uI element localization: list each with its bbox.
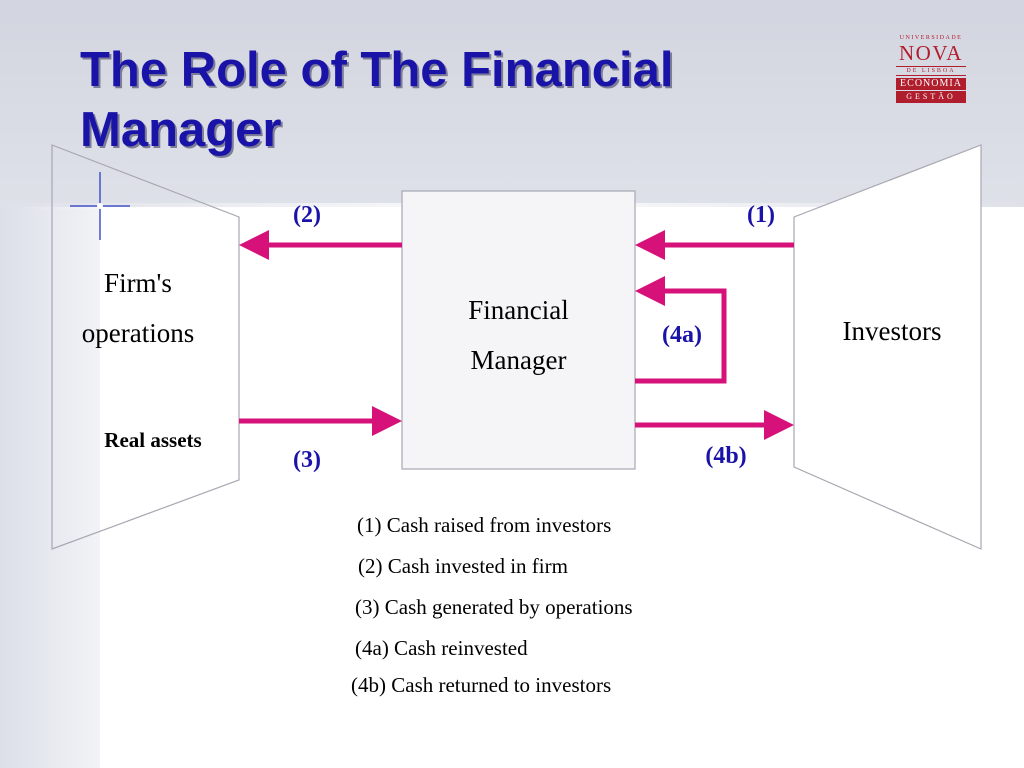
page-title: The Role of The Financial Manager [80,43,674,157]
university-logo: UNIVERSIDADE NOVA DE LISBOA ECONOMIA GES… [896,34,966,104]
manager-label-line1: Financial [468,295,569,325]
legend-item-4b: (4b) Cash returned to investors [351,673,612,697]
legend-item-2: (2) Cash invested in firm [358,554,568,578]
flow-label-4b: (4b) [705,443,747,469]
logo-nova: NOVA [899,41,963,65]
legend-item-4a: (4a) Cash reinvested [355,636,528,660]
logo-lisboa: DE LISBOA [896,66,966,76]
flow-label-4a: (4a) [662,322,702,348]
sparkle-decoration [70,172,130,240]
investors-shape [793,144,982,550]
flow-label-2: (2) [293,202,321,228]
manager-label-line2: Manager [470,345,567,375]
logo-economia: ECONOMIA [896,78,966,90]
top-band [0,0,1024,207]
logo-gestao: GESTÃO [896,91,966,103]
firm-operations-shape [51,144,240,550]
financial-manager-box [401,190,636,470]
financial-manager-label: Financial Manager [402,285,635,385]
real-assets-label: Real assets [104,428,202,452]
legend-item-3: (3) Cash generated by operations [355,595,633,619]
investors-label: Investors [842,316,942,346]
firm-label-line1: Firm's [104,268,172,298]
legend-item-1: (1) Cash raised from investors [357,513,612,537]
logo-universidade: UNIVERSIDADE [899,35,963,41]
firm-operations-label: Firm's operations [40,258,236,358]
firm-label-line2: operations [81,318,195,348]
flow-label-1: (1) [747,202,775,228]
flow-label-3: (3) [293,447,321,473]
arrow-4a [635,276,727,384]
